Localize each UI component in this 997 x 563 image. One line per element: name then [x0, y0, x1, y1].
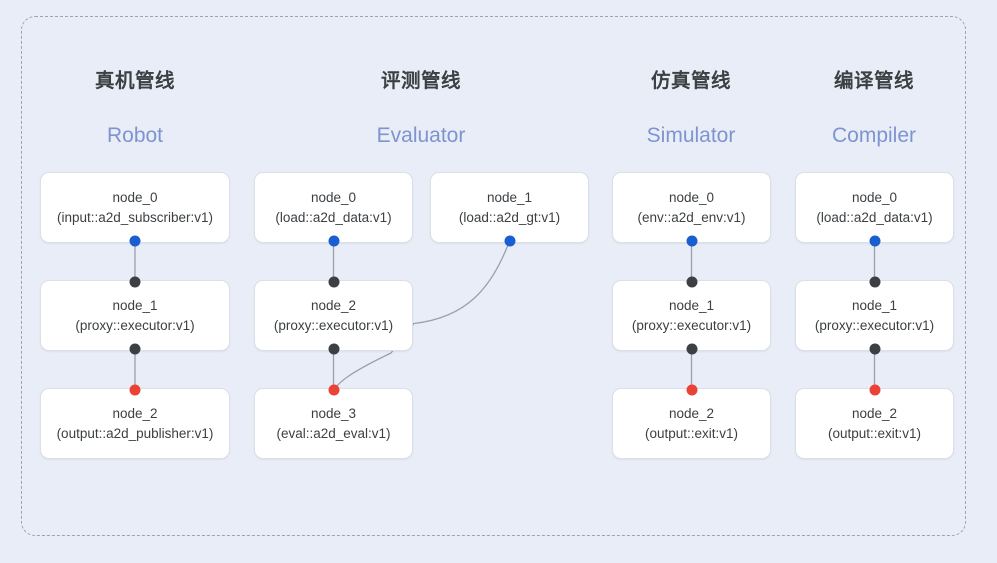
- node-box[interactable]: node_2(output::exit:v1): [795, 388, 954, 459]
- node-name-label: node_2: [310, 297, 357, 313]
- port-middle[interactable]: [328, 343, 339, 355]
- port-middle[interactable]: [686, 276, 697, 288]
- column-title-cn-evaluator: 评测管线: [380, 70, 462, 92]
- node-spec-label: (proxy::executor:v1): [814, 317, 935, 333]
- port-output[interactable]: [869, 384, 880, 396]
- column-title-en-compiler: Compiler: [831, 124, 917, 147]
- node-box[interactable]: node_0(load::a2d_data:v1): [254, 172, 413, 243]
- node-name-label: node_1: [112, 297, 158, 313]
- port-middle[interactable]: [129, 343, 141, 355]
- diagram-dashed-frame: [21, 16, 966, 536]
- node-spec-label: (proxy::executor:v1): [631, 317, 752, 333]
- node-spec-label: (load::a2d_data:v1): [275, 209, 392, 225]
- node-name-label: node_0: [851, 189, 898, 205]
- column-title-cn-robot: 真机管线: [94, 70, 176, 92]
- node-name-label: node_2: [112, 405, 158, 421]
- column-title-en-evaluator: Evaluator: [376, 124, 466, 147]
- node-box[interactable]: node_1(proxy::executor:v1): [612, 280, 771, 351]
- node-name-label: node_0: [112, 189, 158, 205]
- node-spec-label: (env::a2d_env:v1): [637, 209, 746, 225]
- node-box[interactable]: node_0(load::a2d_data:v1): [795, 172, 954, 243]
- node-spec-label: (load::a2d_data:v1): [816, 209, 933, 225]
- node-box[interactable]: node_2(output::a2d_publisher:v1): [40, 388, 230, 459]
- node-name-label: node_0: [310, 189, 357, 205]
- node-name-label: node_3: [310, 405, 357, 421]
- node-box[interactable]: node_2(output::exit:v1): [612, 388, 771, 459]
- port-input[interactable]: [869, 235, 880, 247]
- port-input[interactable]: [504, 235, 515, 247]
- port-input[interactable]: [129, 235, 141, 247]
- node-spec-label: (eval::a2d_eval:v1): [276, 425, 391, 441]
- node-name-label: node_0: [668, 189, 715, 205]
- column-title-en-simulator: Simulator: [646, 124, 736, 147]
- port-middle[interactable]: [869, 276, 880, 288]
- node-name-label: node_2: [851, 405, 898, 421]
- port-output[interactable]: [129, 384, 141, 396]
- node-box[interactable]: node_3(eval::a2d_eval:v1): [254, 388, 413, 459]
- node-box[interactable]: node_1(proxy::executor:v1): [40, 280, 230, 351]
- node-box[interactable]: node_0(input::a2d_subscriber:v1): [40, 172, 230, 243]
- node-spec-label: (output::exit:v1): [644, 425, 739, 441]
- node-spec-label: (load::a2d_gt:v1): [458, 209, 561, 225]
- column-title-cn-compiler: 编译管线: [833, 70, 915, 92]
- port-input[interactable]: [328, 235, 339, 247]
- column-title-en-robot: Robot: [106, 124, 164, 147]
- port-output[interactable]: [328, 384, 339, 396]
- port-middle[interactable]: [686, 343, 697, 355]
- node-spec-label: (output::a2d_publisher:v1): [56, 425, 214, 441]
- port-middle[interactable]: [129, 276, 141, 288]
- node-name-label: node_1: [851, 297, 898, 313]
- node-box[interactable]: node_1(proxy::executor:v1): [795, 280, 954, 351]
- node-box[interactable]: node_1(load::a2d_gt:v1): [430, 172, 589, 243]
- node-box[interactable]: node_2(proxy::executor:v1): [254, 280, 413, 351]
- port-input[interactable]: [686, 235, 697, 247]
- node-spec-label: (proxy::executor:v1): [75, 317, 195, 333]
- node-spec-label: (output::exit:v1): [827, 425, 922, 441]
- node-name-label: node_2: [668, 405, 715, 421]
- port-middle[interactable]: [328, 276, 339, 288]
- port-output[interactable]: [686, 384, 697, 396]
- port-middle[interactable]: [869, 343, 880, 355]
- node-spec-label: (input::a2d_subscriber:v1): [56, 209, 214, 225]
- column-title-cn-simulator: 仿真管线: [650, 70, 732, 92]
- node-spec-label: (proxy::executor:v1): [273, 317, 394, 333]
- node-name-label: node_1: [486, 189, 533, 205]
- node-name-label: node_1: [668, 297, 715, 313]
- node-box[interactable]: node_0(env::a2d_env:v1): [612, 172, 771, 243]
